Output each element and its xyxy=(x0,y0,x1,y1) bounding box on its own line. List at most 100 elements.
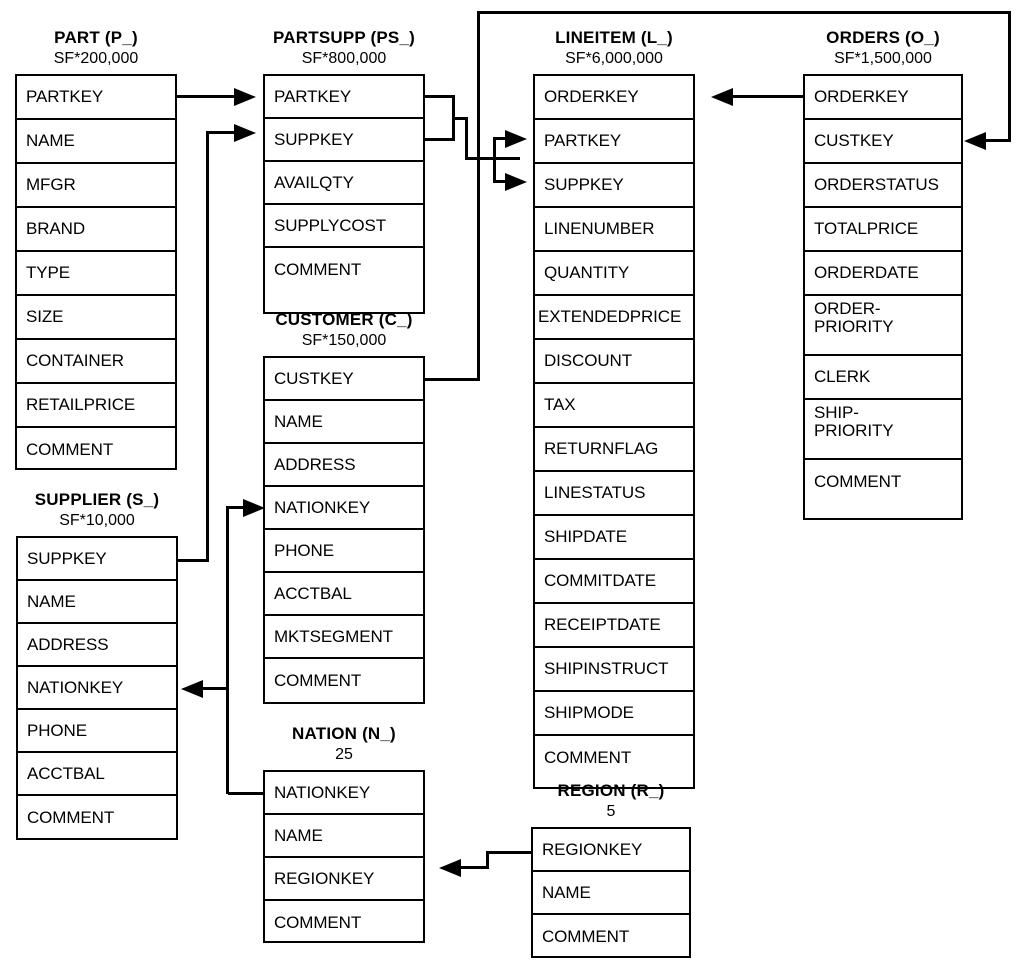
connector-nation-to-customer-seg xyxy=(226,506,245,509)
field-orders-clerk: CLERK xyxy=(805,356,961,400)
connector-nation-nationkey-stub xyxy=(228,792,265,795)
field-region-regionkey: REGIONKEY xyxy=(533,829,689,872)
entity-lineitem-box: ORDERKEY PARTKEY SUPPKEY LINENUMBER QUAN… xyxy=(533,74,695,789)
field-partsupp-suppkey: SUPPKEY xyxy=(265,119,423,162)
entity-supplier-title: SUPPLIER (S_) xyxy=(34,490,160,509)
field-supplier-name: NAME xyxy=(18,581,176,624)
connector-partsupp-merge-run xyxy=(465,157,520,160)
field-customer-name: NAME xyxy=(265,401,423,444)
field-customer-mktsegment: MKTSEGMENT xyxy=(265,616,423,659)
entity-region-box: REGIONKEY NAME COMMENT xyxy=(531,827,691,958)
connector-lineitem-suppkey-stub xyxy=(493,180,507,183)
entity-supplier-cardinality: SF*10,000 xyxy=(59,512,135,529)
connector-customer-to-orders-seg5 xyxy=(986,139,1011,142)
field-partsupp-availqty: AVAILQTY xyxy=(265,162,423,205)
field-orders-comment: COMMENT xyxy=(814,472,902,492)
connector-part-to-partsupp-line xyxy=(177,95,234,98)
field-lineitem-linenumber: LINENUMBER xyxy=(535,208,693,252)
field-supplier-suppkey: SUPPKEY xyxy=(18,538,176,581)
field-part-brand: BRAND xyxy=(17,208,175,252)
field-supplier-phone: PHONE xyxy=(18,710,176,753)
entity-partsupp-title: PARTSUPP (PS_) xyxy=(273,28,415,47)
field-orders-shippriority: SHIP-PRIORITY xyxy=(805,400,961,460)
connector-region-to-nation-seg1 xyxy=(486,851,532,854)
field-region-name: NAME xyxy=(533,872,689,915)
field-lineitem-receiptdate: RECEIPTDATE xyxy=(535,604,693,648)
field-nation-name: NAME xyxy=(265,815,423,858)
entity-partsupp-cardinality: SF*800,000 xyxy=(301,50,387,67)
field-lineitem-returnflag: RETURNFLAG xyxy=(535,428,693,472)
field-partsupp-partkey: PARTKEY xyxy=(265,76,423,119)
connector-region-to-nation-arrowhead xyxy=(439,859,461,877)
entity-customer-box: CUSTKEY NAME ADDRESS NATIONKEY PHONE ACC… xyxy=(263,356,425,704)
connector-partsupp-to-lineitem-partkey-arrowhead xyxy=(505,130,527,148)
field-part-retailprice: RETAILPRICE xyxy=(17,384,175,428)
entity-nation-cardinality: 25 xyxy=(335,746,353,763)
connector-partsupp-split-bracket xyxy=(493,137,496,182)
entity-region-title: REGION (R_) xyxy=(557,781,665,800)
field-part-container: CONTAINER xyxy=(17,340,175,384)
field-customer-phone: PHONE xyxy=(265,530,423,573)
connector-customer-to-orders-seg4 xyxy=(1008,11,1011,141)
field-orders-custkey: CUSTKEY xyxy=(805,120,961,164)
field-orders-shippriority-line1: SHIP- xyxy=(814,403,859,422)
field-lineitem-partkey: PARTKEY xyxy=(535,120,693,164)
field-lineitem-comment: COMMENT xyxy=(544,748,632,768)
connector-nation-to-supplier-seg xyxy=(203,687,229,690)
entity-customer-title: CUSTOMER (C_) xyxy=(275,310,413,329)
field-part-type: TYPE xyxy=(17,252,175,296)
entity-lineitem-cardinality: SF*6,000,000 xyxy=(565,50,663,67)
field-part-name: NAME xyxy=(17,120,175,164)
connector-supplier-to-partsupp-arrowhead xyxy=(234,124,256,142)
connector-nation-to-customer-arrowhead xyxy=(243,499,265,517)
field-partsupp-supplycost: SUPPLYCOST xyxy=(265,205,423,248)
entity-lineitem-title: LINEITEM (L_) xyxy=(555,28,673,47)
entity-orders-cardinality: SF*1,500,000 xyxy=(834,50,932,67)
field-customer-address: ADDRESS xyxy=(265,444,423,487)
field-lineitem-tax: TAX xyxy=(535,384,693,428)
field-lineitem-shipinstruct: SHIPINSTRUCT xyxy=(535,648,693,692)
field-supplier-address: ADDRESS xyxy=(18,624,176,667)
connector-supplier-to-partsupp-seg1 xyxy=(177,559,209,562)
field-region-comment: COMMENT xyxy=(542,926,630,946)
field-customer-nationkey: NATIONKEY xyxy=(265,487,423,530)
connector-lineitem-partkey-stub xyxy=(493,137,507,140)
connector-customer-to-orders-seg1 xyxy=(425,378,480,381)
field-orders-orderpriority-line1: ORDER- xyxy=(814,299,881,318)
connector-partsupp-merge-mid xyxy=(452,117,468,120)
entity-nation-box: NATIONKEY NAME REGIONKEY COMMENT xyxy=(263,770,425,943)
connector-supplier-to-partsupp-seg2 xyxy=(206,131,209,562)
connector-orders-to-lineitem-line xyxy=(733,95,803,98)
field-orders-totalprice: TOTALPRICE xyxy=(805,208,961,252)
entity-nation-title: NATION (N_) xyxy=(292,724,396,743)
field-orders-orderkey: ORDERKEY xyxy=(805,76,961,120)
connector-supplier-to-partsupp-seg3 xyxy=(206,131,234,134)
connector-customer-to-orders-seg3 xyxy=(477,11,1011,14)
field-lineitem-extendedprice: EXTENDEDPRICE xyxy=(535,296,693,340)
connector-region-to-nation-seg3 xyxy=(461,866,489,869)
field-orders-orderdate: ORDERDATE xyxy=(805,252,961,296)
field-customer-custkey: CUSTKEY xyxy=(265,358,423,401)
connector-region-to-nation-seg2 xyxy=(486,851,489,868)
connector-customer-to-orders-arrowhead xyxy=(964,132,986,150)
entity-orders-title: ORDERS (O_) xyxy=(826,28,940,47)
field-partsupp-comment: COMMENT xyxy=(274,259,362,279)
field-customer-comment: COMMENT xyxy=(274,670,362,690)
entity-part-cardinality: SF*200,000 xyxy=(53,50,139,67)
field-part-comment: COMMENT xyxy=(26,440,114,460)
field-orders-orderpriority-line2: PRIORITY xyxy=(814,316,894,336)
field-supplier-acctbal: ACCTBAL xyxy=(18,753,176,796)
field-supplier-comment: COMMENT xyxy=(27,807,115,827)
connector-partsupp-to-lineitem-suppkey-arrowhead xyxy=(505,173,527,191)
field-nation-comment: COMMENT xyxy=(274,912,362,932)
connector-partsupp-partkey-stub xyxy=(425,95,455,98)
connector-customer-to-orders-seg2 xyxy=(477,11,480,381)
field-lineitem-discount: DISCOUNT xyxy=(535,340,693,384)
entity-customer-cardinality: SF*150,000 xyxy=(301,332,387,349)
field-orders-orderstatus: ORDERSTATUS xyxy=(805,164,961,208)
field-lineitem-quantity: QUANTITY xyxy=(535,252,693,296)
field-lineitem-suppkey: SUPPKEY xyxy=(535,164,693,208)
field-part-mfgr: MFGR xyxy=(17,164,175,208)
field-orders-orderpriority: ORDER-PRIORITY xyxy=(805,296,961,356)
connector-nation-split-trunk xyxy=(226,506,229,794)
